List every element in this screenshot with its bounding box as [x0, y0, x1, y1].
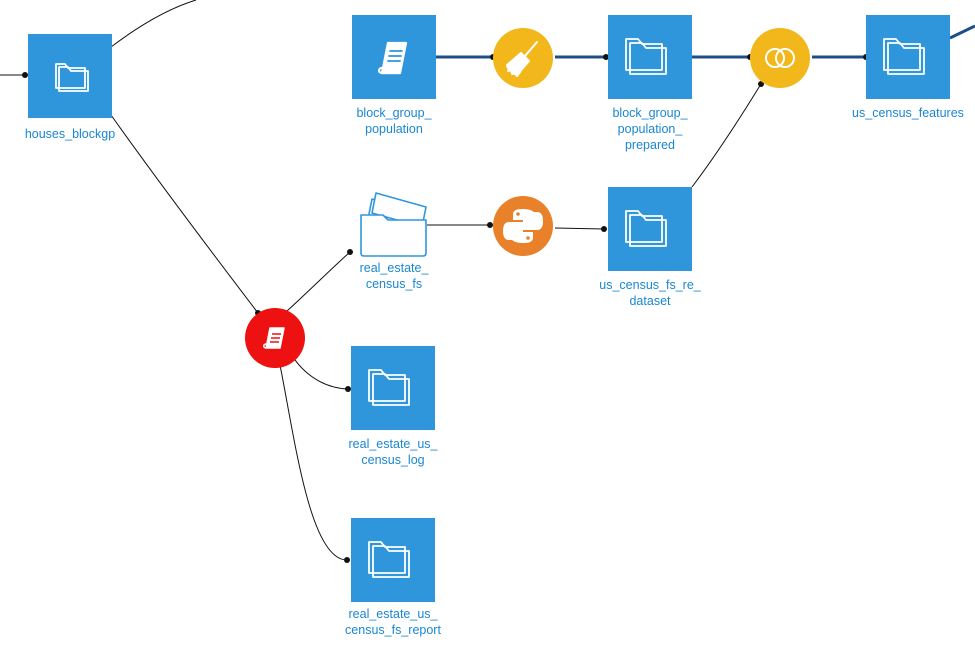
- folder-icon: [368, 541, 410, 578]
- edge-dot: [487, 222, 493, 228]
- edge-dot: [22, 72, 28, 78]
- dataset-label: us_census_fs_re_ dataset: [599, 278, 701, 308]
- broom-icon: [506, 41, 538, 77]
- edge-dot: [603, 54, 609, 60]
- folder-icon: [55, 63, 89, 92]
- dataset-tile[interactable]: [352, 15, 436, 99]
- dataset-label: us_census_features: [852, 106, 964, 120]
- edge-notebook-realestate-fs: [286, 251, 351, 312]
- dataset-tile[interactable]: [28, 34, 112, 118]
- folder-icon: [625, 210, 667, 247]
- edge-usfs-join: [691, 83, 762, 188]
- recipe-join[interactable]: [750, 28, 810, 88]
- edge-dot: [347, 249, 353, 255]
- edge-dot: [344, 557, 350, 563]
- edge-dot: [601, 226, 607, 232]
- dataset-label: block_group_ population_ prepared: [612, 106, 688, 152]
- venn-icon: [765, 48, 795, 68]
- notebook-icon: [263, 327, 285, 349]
- dataset-tile[interactable]: [608, 15, 692, 99]
- edge-houses-notebook: [110, 114, 259, 314]
- recipe-notebook[interactable]: [245, 308, 305, 368]
- edge-dot: [345, 386, 351, 392]
- dataset-label: real_estate_us_ census_log: [348, 437, 438, 467]
- folder-icon: [625, 38, 667, 75]
- dataset-label: real_estate_us_ census_fs_report: [345, 607, 441, 637]
- dataset-tile[interactable]: [351, 518, 435, 602]
- recipe-prepare[interactable]: [493, 28, 553, 88]
- edge-houses-up: [110, 0, 197, 48]
- open-folder-icon: [360, 192, 427, 257]
- dataset-tile[interactable]: [351, 346, 435, 430]
- folder-real-estate-census-fs[interactable]: real_estate_ census_fs: [352, 185, 436, 291]
- edge-notebook-report: [279, 364, 348, 561]
- dataset-tile[interactable]: [608, 187, 692, 271]
- folder-label: real_estate_ census_fs: [359, 261, 429, 291]
- book-icon: [377, 41, 408, 75]
- dataset-tile[interactable]: [866, 15, 950, 99]
- recipe-python[interactable]: [493, 196, 553, 256]
- dataset-label: block_group_ population: [356, 106, 432, 136]
- edge-python-usfs: [554, 227, 605, 230]
- dataset-label: houses_blockgp: [24, 127, 116, 141]
- folder-icon: [368, 369, 410, 406]
- edge-features-out: [949, 24, 975, 40]
- folder-icon: [883, 38, 925, 75]
- python-icon: [503, 209, 543, 243]
